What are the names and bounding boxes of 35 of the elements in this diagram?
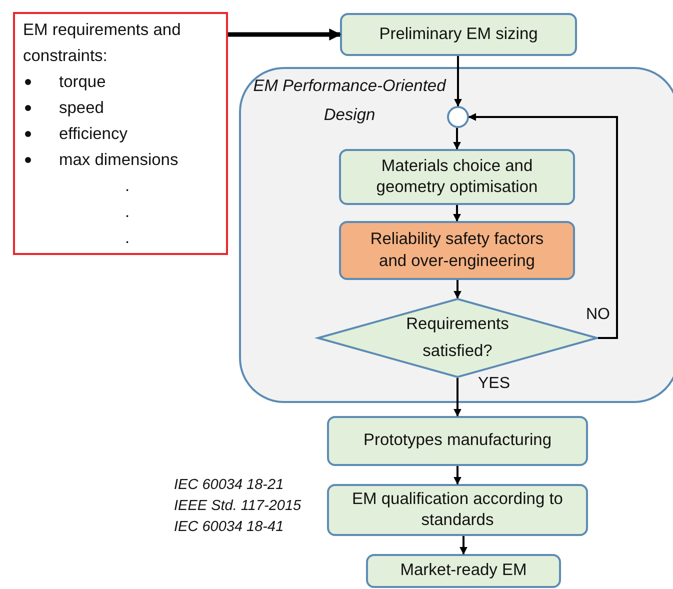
- arrow: [454, 280, 462, 299]
- process-box: [327, 416, 588, 466]
- box-heading: EM requirements and constraints:: [23, 20, 182, 67]
- arrow: [468, 113, 618, 339]
- junction-circle: [447, 106, 469, 128]
- box-text: Preliminary EM sizing: [378, 24, 539, 45]
- ellipsis-dot: .: [125, 176, 130, 197]
- bullet-item: max dimensions: [59, 150, 178, 171]
- arrow: [453, 205, 461, 222]
- arrow: [454, 378, 462, 417]
- box-text: EM qualification according to standards: [351, 488, 564, 531]
- group-title: EM Performance-Oriented Design: [252, 76, 448, 126]
- box-text: Materials choice and geometry optimisation: [375, 156, 539, 198]
- process-box: [366, 554, 561, 588]
- bullet-item: torque: [59, 72, 106, 93]
- arrow: [454, 466, 462, 485]
- arrow: [453, 128, 461, 150]
- process-box: [339, 149, 575, 205]
- requirements-box: [13, 12, 228, 255]
- standards-note: IEC 60034 18-21 IEEE Std. 117-2015 IEC 60034 18-41: [174, 476, 302, 537]
- box-text: Reliability safety factors and over-engineering: [369, 229, 545, 272]
- group-panel: [239, 67, 673, 403]
- decision-text: Requirements satisfied?: [406, 315, 509, 360]
- bullet-item: speed: [59, 98, 104, 119]
- ellipsis-dot: .: [125, 202, 130, 223]
- box-text: Market-ready EM: [399, 560, 528, 582]
- process-box: [327, 484, 588, 536]
- arrow: [460, 536, 468, 555]
- process-box: [340, 13, 577, 56]
- bullet-item: efficiency: [59, 124, 128, 145]
- arrow: [228, 28, 342, 40]
- process-box: [339, 221, 575, 280]
- box-text: Prototypes manufacturing: [362, 430, 553, 452]
- arrow: [454, 56, 462, 107]
- ellipsis-dot: .: [125, 228, 130, 249]
